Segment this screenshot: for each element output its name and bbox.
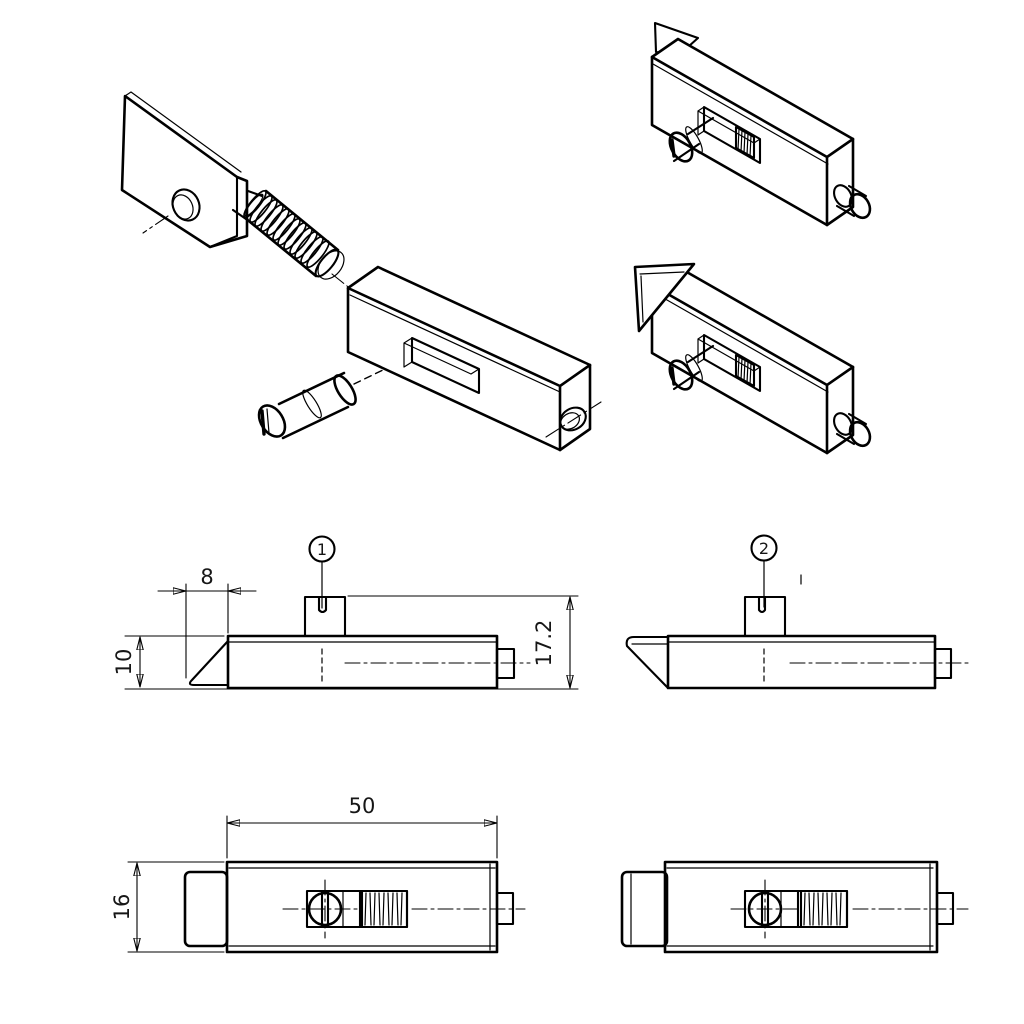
pin-body: [672, 116, 715, 163]
top-view-1: 50 16: [110, 794, 526, 954]
pin-seam: [302, 389, 322, 419]
pin-body: [277, 371, 350, 440]
pin-seam: [685, 354, 703, 382]
assembled-view-variant-1: [650, 21, 872, 227]
wedge-profile-extended: [625, 635, 670, 689]
variant-2-label: 2: [759, 539, 769, 558]
pin-head: [257, 404, 287, 438]
housing-slot-inner: [403, 337, 480, 375]
thread-coils: [243, 190, 330, 268]
housing-outline: [650, 265, 855, 455]
side-view-1: 1 8 10 17.2: [112, 535, 579, 690]
housing-edges: [650, 55, 855, 227]
wedge-nose-chamfer: [639, 271, 685, 323]
housing-slot-inner: [697, 334, 761, 372]
side-view-2: 2: [625, 534, 969, 690]
latch-body: [226, 634, 499, 690]
latch-body: [666, 634, 937, 690]
housing-chamfer: [652, 291, 829, 393]
screw-head-slot: [757, 595, 767, 614]
wedge-block: [120, 91, 249, 249]
variant-1-label: 1: [317, 540, 327, 559]
pin-head-slot: [670, 366, 676, 386]
end-pin: [935, 891, 955, 926]
housing-chamfer: [652, 63, 829, 165]
exploded-view: [120, 91, 602, 452]
screw-head-slot: [317, 595, 328, 614]
housing-edges: [650, 283, 855, 455]
wedge-hole-inner: [172, 194, 194, 220]
dim-50-text: 50: [349, 794, 376, 818]
pin-head-slot-edge: [266, 408, 270, 434]
dim-17-text: 17.2: [532, 620, 556, 667]
end-pin-base: [833, 412, 853, 436]
thread-window: [360, 889, 409, 929]
wedge-spine-chamfer: [124, 91, 242, 173]
wedge-nut-edge: [208, 175, 239, 249]
dim-16-text: 16: [110, 894, 134, 921]
housing-hole-axis: [545, 401, 602, 438]
thread-hatch: [737, 128, 752, 158]
wedge-profile: [188, 639, 230, 687]
pin-end-face: [333, 374, 357, 406]
pin-head-slot: [670, 138, 676, 158]
housing-outline: [346, 265, 592, 452]
housing-outline: [650, 37, 855, 227]
end-pin-base: [833, 184, 853, 208]
thread-window: [799, 889, 849, 929]
pin-head-slot: [260, 409, 266, 436]
thread-tip-dome: [317, 250, 345, 280]
wedge-block-outline: [120, 94, 249, 249]
housing-slot-inner: [697, 106, 761, 144]
top-view-2: [620, 860, 969, 954]
assembled-view-variant-2: [633, 262, 872, 455]
wedge-hole-axis: [142, 215, 169, 234]
thread-hatch: [803, 892, 842, 926]
end-pin-body: [835, 412, 868, 446]
thread-top-edge: [264, 189, 340, 252]
end-pin-face: [848, 420, 872, 448]
end-pin-body: [835, 184, 868, 218]
pin-seam: [685, 126, 703, 154]
wedge-block-top: [183, 870, 229, 948]
thread-hatch: [737, 356, 752, 386]
wedge-block-top: [620, 870, 669, 948]
housing-chamfer: [349, 294, 561, 393]
thread-hatch: [364, 892, 403, 926]
housing: [346, 265, 602, 452]
threaded-screw: [231, 189, 353, 291]
dim-8-text: 8: [200, 565, 213, 589]
end-pin-face: [848, 192, 872, 220]
dim-10-text: 10: [112, 649, 136, 676]
housing-slot: [410, 336, 481, 395]
wedge-nose: [633, 262, 696, 333]
end-pin: [495, 891, 515, 926]
pin-body: [672, 344, 715, 391]
